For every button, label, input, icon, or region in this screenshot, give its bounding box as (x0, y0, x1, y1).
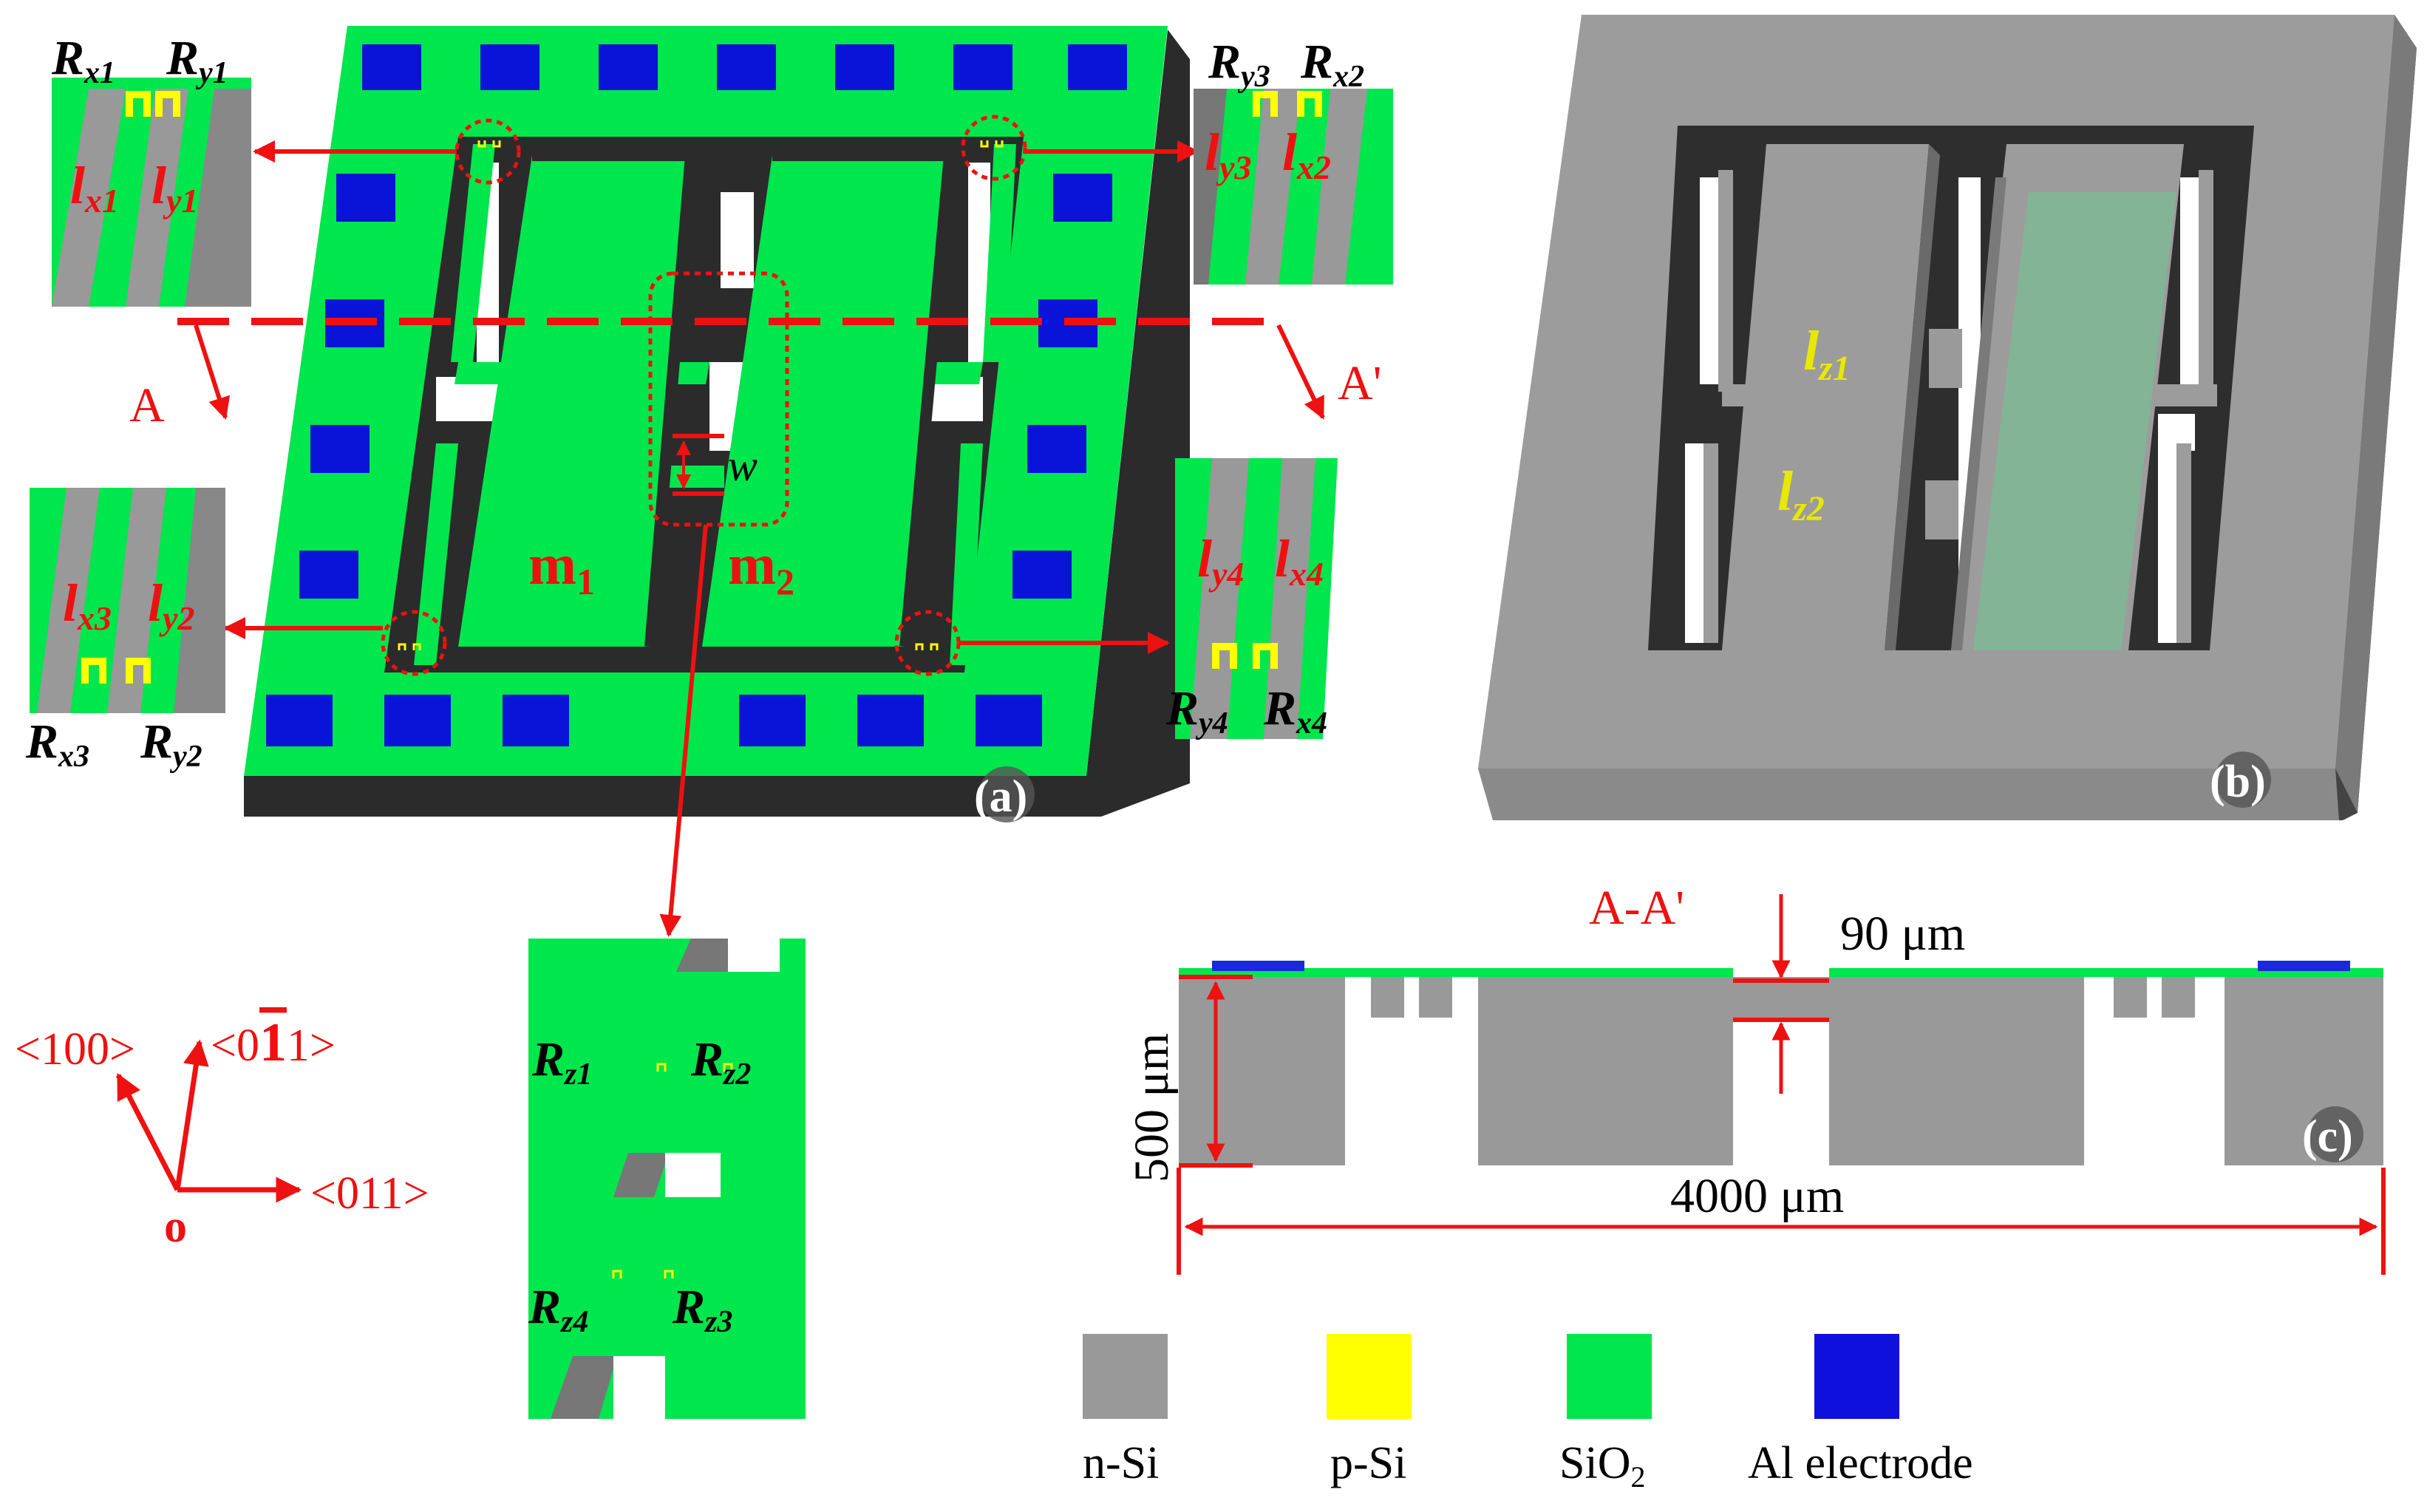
inset-tl-beam-1: lx1 (70, 156, 119, 219)
inset-tr-resistor-2: Rx2 (1300, 35, 1364, 94)
gap-w-marker: w (673, 434, 758, 496)
inset-c-resistor-z1: Rz1 (531, 1032, 592, 1092)
beams-b (1703, 170, 2217, 643)
inset-top-left: Rx1 Ry1 lx1 ly1 (51, 31, 251, 307)
inset-bl-beam-2: ly2 (148, 573, 194, 637)
legend-swatch-sio2 (1567, 1334, 1652, 1419)
legend: n-Si p-Si SiO2 Al electrode (1083, 1334, 1973, 1494)
inset-c-resistor-z2: Rz2 (690, 1032, 751, 1092)
legend-label-p-si: p-Si (1330, 1438, 1406, 1488)
mass-b-left (1722, 144, 1929, 650)
silicon-blocks (1179, 977, 2383, 1165)
inset-br-resistor-2: Rx4 (1263, 681, 1327, 740)
inset-bl-beam-1: lx3 (63, 573, 112, 637)
gap-w-label: w (728, 441, 758, 490)
dim-500um: 500 μm (1125, 1033, 1179, 1182)
inset-bl-resistor-2: Ry2 (140, 715, 202, 774)
legend-label-n-si: n-Si (1083, 1438, 1159, 1488)
dim-90um: 90 μm (1840, 907, 1965, 961)
dim-4000um: 4000 μm (1670, 1169, 1844, 1223)
inset-bottom-right: ly4 lx4 Ry4 Rx4 (1165, 458, 1356, 740)
inset-tr-resistor-1: Ry3 (1208, 35, 1270, 94)
panel-b-beam-lz1: lz1 (1803, 320, 1851, 388)
panel-b-label: (b) (2210, 757, 2266, 807)
chip-b-front (1478, 769, 2339, 820)
mass-b-right-highlight (1973, 192, 2176, 650)
inset-top-right: Ry3 Rx2 ly3 lx2 (1194, 35, 1393, 285)
panel-b-beam-lz2: lz2 (1777, 460, 1825, 528)
axis-011-label: <011> (310, 1168, 429, 1219)
axis-origin-label: o (164, 1202, 187, 1252)
inset-br-resistor-1: Ry4 (1165, 681, 1228, 740)
legend-swatch-p-si (1327, 1334, 1412, 1419)
mass-m1 (458, 155, 691, 647)
inset-tl-resistor-1: Rx1 (51, 31, 115, 90)
panel-a: w m1 m2 (a) A A' (129, 26, 1382, 937)
axis-0-1-1-label: <011> (211, 1012, 336, 1073)
section-AA-label: A-A' (1589, 881, 1684, 935)
legend-label-sio2: SiO2 (1559, 1438, 1645, 1494)
electrodes-a (266, 44, 1127, 746)
panel-c-label: (c) (2302, 1111, 2353, 1162)
inset-arrows (223, 140, 1199, 937)
axis-100-label: <100> (15, 1024, 135, 1075)
crystal-axes: <011> <100> <011> o (15, 1012, 429, 1252)
panel-c: 90 μm A-A' 500 μm 4000 μm (c) (1125, 881, 2386, 1275)
section-mark-A-prime: A' (1338, 356, 1382, 410)
panel-a-label: (a) (974, 772, 1027, 822)
inset-bottom-left: lx3 ly2 Rx3 Ry2 (25, 488, 225, 774)
inset-br-beam-1: ly4 (1197, 529, 1244, 593)
legend-label-al: Al electrode (1748, 1438, 1973, 1488)
inset-center: Rz1 Rz2 Rz4 Rz3 (528, 939, 806, 1419)
inset-tr-beam-1: ly3 (1205, 123, 1251, 186)
legend-swatch-al (1814, 1334, 1899, 1419)
legend-swatch-n-si (1083, 1334, 1168, 1419)
inset-br-beam-2: lx4 (1275, 529, 1324, 593)
panel-b: lz1 lz2 (b) (1478, 15, 2417, 820)
resistor-marks-a (398, 140, 1004, 650)
inset-c-resistor-z4: Rz4 (528, 1280, 588, 1339)
inset-c-resistor-z3: Rz3 (672, 1280, 732, 1339)
inset-tl-beam-2: ly1 (152, 156, 198, 219)
mass-m1-label: m1 (528, 532, 595, 602)
center-connector (669, 466, 724, 488)
chip-a-side (244, 30, 1190, 817)
inset-tr-beam-2: lx2 (1282, 123, 1331, 186)
inset-bl-resistor-1: Rx3 (25, 715, 89, 774)
section-mark-A: A (129, 378, 165, 432)
mass-m2-label: m2 (728, 532, 794, 602)
inset-tl-resistor-2: Ry1 (166, 31, 228, 90)
